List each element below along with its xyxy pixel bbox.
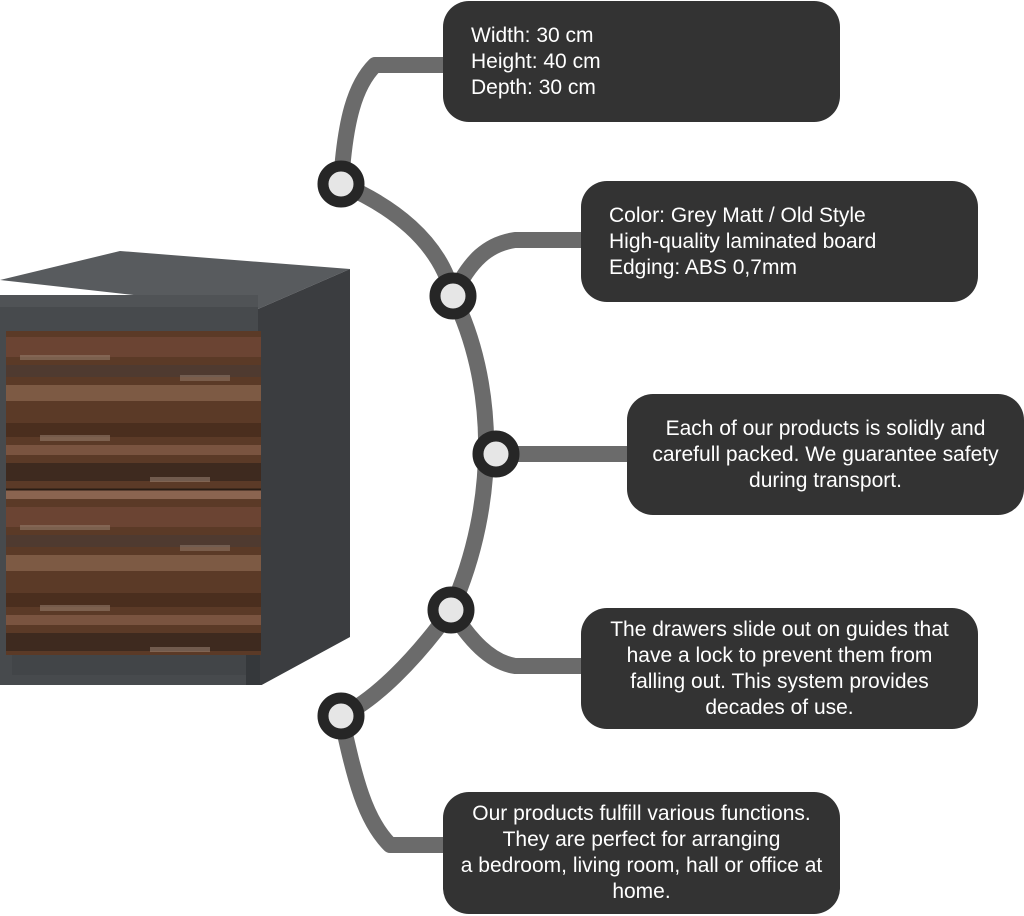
callout-line: decades of use. <box>705 695 854 719</box>
callout-line: The drawers slide out on guides that <box>610 617 949 641</box>
callout-line: during transport. <box>749 468 902 492</box>
callout-line: Width: 30 cm <box>471 23 594 47</box>
callout-line: carefull packed. We guarantee safety <box>652 442 999 466</box>
callout-materials: Color: Grey Matt / Old Style High-qualit… <box>581 181 978 302</box>
callout-line: Each of our products is solidly and <box>665 416 986 440</box>
upper-drawer-front <box>6 331 261 489</box>
node-3 <box>472 430 520 478</box>
node-4 <box>427 586 475 634</box>
callout-line: have a lock to prevent them from <box>626 643 933 667</box>
cabinet-illustration <box>0 251 350 685</box>
lower-drawer-front <box>6 490 261 655</box>
callout-line: home. <box>612 880 671 903</box>
callout-dimensions: Width: 30 cm Height: 40 cm Depth: 30 cm <box>443 1 840 122</box>
callout-line: Depth: 30 cm <box>471 75 596 99</box>
callout-line: Height: 40 cm <box>471 49 601 73</box>
callout-functions: Our products fulfill various functions. … <box>443 792 840 914</box>
callout-line: High-quality laminated board <box>609 229 877 253</box>
callout-line: Color: Grey Matt / Old Style <box>609 203 866 227</box>
callout-line: Our products fulfill various functions. <box>472 802 811 825</box>
callout-line: They are perfect for arranging <box>502 828 781 851</box>
callout-packaging: Each of our products is solidly and care… <box>627 394 1024 515</box>
connector-5 <box>333 708 455 853</box>
callout-line: Edging: ABS 0,7mm <box>609 255 797 279</box>
callout-line: falling out. This system provides <box>630 669 929 693</box>
connector-1 <box>333 57 455 192</box>
node-1 <box>317 160 365 208</box>
callout-line: a bedroom, living room, hall or office a… <box>460 854 823 877</box>
node-2 <box>429 272 477 320</box>
node-5 <box>317 692 365 740</box>
callout-drawer-guides: The drawers slide out on guides that hav… <box>581 608 978 729</box>
